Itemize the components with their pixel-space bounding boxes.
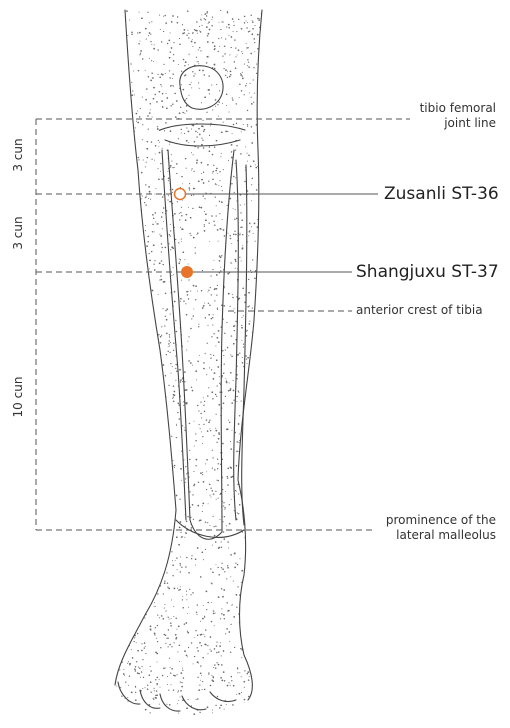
zusanli-point — [175, 189, 186, 200]
toe-3 — [160, 694, 180, 711]
toe-2 — [140, 690, 160, 708]
ankle — [176, 520, 244, 537]
shangjuxu-label: Shangjuxu ST-37 — [356, 262, 499, 282]
measure-lower-label: 10 cun — [11, 373, 25, 421]
malleolus-label: prominence of the lateral malleolus — [386, 513, 496, 543]
toe-1 — [118, 682, 140, 704]
malleolus-label-line2: lateral malleolus — [386, 528, 496, 543]
malleolus-label-line1: prominence of the — [386, 513, 496, 528]
measure-upper-label: 3 cun — [11, 135, 25, 175]
stipple-shading — [109, 9, 270, 715]
shangjuxu-point — [181, 266, 193, 278]
joint-line-label: tibio femoral joint line — [420, 101, 496, 131]
toe-4 — [182, 696, 206, 710]
leg-lateral-outline — [238, 10, 262, 700]
anterior-crest-label: anterior crest of tibia — [356, 303, 483, 318]
measure-middle-label: 3 cun — [11, 213, 25, 253]
zusanli-label: Zusanli ST-36 — [384, 184, 499, 204]
toe-5 — [210, 692, 236, 702]
leg-medial-outline — [115, 10, 176, 685]
joint-line-label-line2: joint line — [420, 116, 496, 131]
joint-line-label-line1: tibio femoral — [420, 101, 496, 116]
